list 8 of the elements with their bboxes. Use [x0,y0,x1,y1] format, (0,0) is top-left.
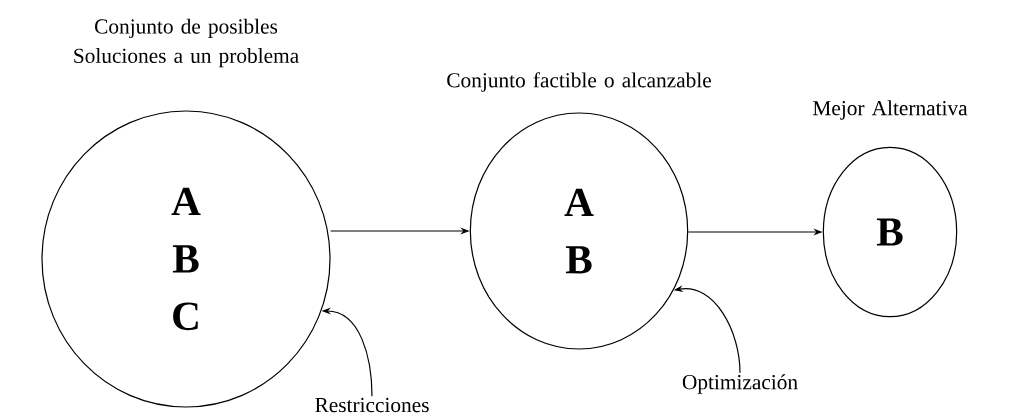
set-heading: Conjunto de posibles Soluciones a un problema [74,18,299,68]
element-letters: A B C [171,187,201,331]
set-heading: Conjunto factible o alcanzable [447,72,711,92]
set-heading: Mejor Alternativa [813,100,968,120]
element-letters: A B [564,188,594,274]
text-label: Restricciones [315,397,429,413]
element-letters: B [876,218,903,246]
text-label: Optimización [682,374,798,394]
